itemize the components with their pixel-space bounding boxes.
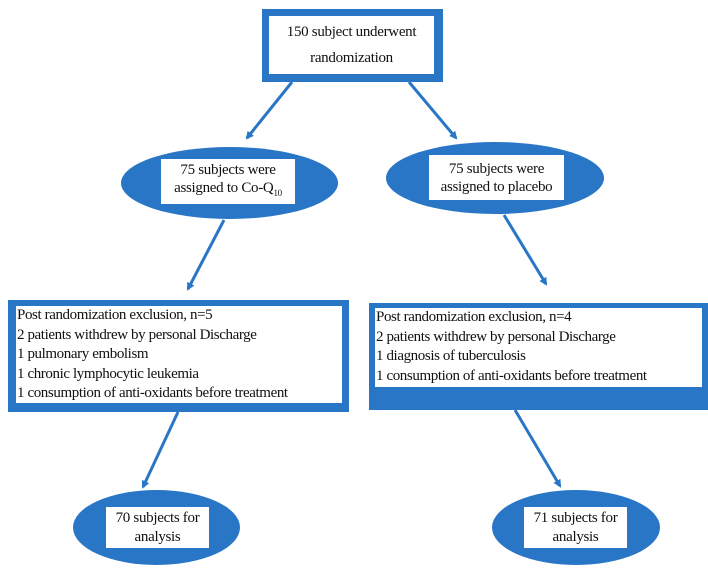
arrow-exclusion-to-analysis-right xyxy=(513,409,562,488)
coq-line2-text: assigned to Co-Q xyxy=(174,180,274,196)
exclusion-line: 1 diagnosis of tuberculosis xyxy=(376,348,526,364)
exclusion-line: 2 patients withdrew by personal Discharg… xyxy=(376,328,616,345)
arrow-coq-to-exclusion xyxy=(186,219,226,291)
arrow-placebo-to-exclusion xyxy=(502,214,548,286)
arrow-exclusion-to-analysis-left xyxy=(141,411,180,489)
coq-analysis-line1: 70 subjects for xyxy=(115,509,200,526)
randomization-box: 150 subject underwent randomization xyxy=(262,9,443,82)
placebo-analysis-line2: analysis xyxy=(552,528,599,545)
exclusion-line: Post randomization exclusion, n=4 xyxy=(376,309,572,325)
randomization-line2: randomization xyxy=(310,50,393,66)
exclusion-line: 1 pulmonary embolism xyxy=(17,346,149,362)
coq-analysis-line2: analysis xyxy=(134,528,181,545)
exclusion-line: 2 patients withdrew by personal Discharg… xyxy=(17,326,257,343)
exclusion-line: 1 consumption of anti-oxidants before tr… xyxy=(376,367,647,384)
randomization-line1: 150 subject underwent xyxy=(286,24,417,40)
placebo-line2: assigned to placebo xyxy=(440,178,553,195)
placebo-exclusion-box: Post randomization exclusion, n=4 2 pati… xyxy=(369,303,708,410)
arrow-top-to-placebo xyxy=(407,81,458,140)
placebo-analysis-label: 71 subjects for analysis xyxy=(524,507,627,548)
placebo-group-label: 75 subjects were assigned to placebo xyxy=(429,155,564,200)
placebo-line1: 75 subjects were xyxy=(448,160,545,177)
coq-subscript: 10 xyxy=(273,188,282,198)
coq-line1: 75 subjects were xyxy=(180,162,276,178)
exclusion-line: Post randomization exclusion, n=5 xyxy=(17,307,213,323)
coq-group-label: 75 subjects were assigned to Co-Q10 xyxy=(161,159,295,204)
exclusion-line: 1 chronic lymphocytic leukemia xyxy=(17,365,199,382)
placebo-analysis-line1: 71 subjects for xyxy=(533,509,618,526)
coq-exclusion-box: Post randomization exclusion, n=5 2 pati… xyxy=(8,300,349,412)
arrow-top-to-coq xyxy=(245,81,294,140)
exclusion-line: 1 consumption of anti-oxidants before tr… xyxy=(17,385,288,401)
coq-line2: assigned to Co-Q10 xyxy=(174,179,282,202)
coq-analysis-label: 70 subjects for analysis xyxy=(106,507,209,548)
